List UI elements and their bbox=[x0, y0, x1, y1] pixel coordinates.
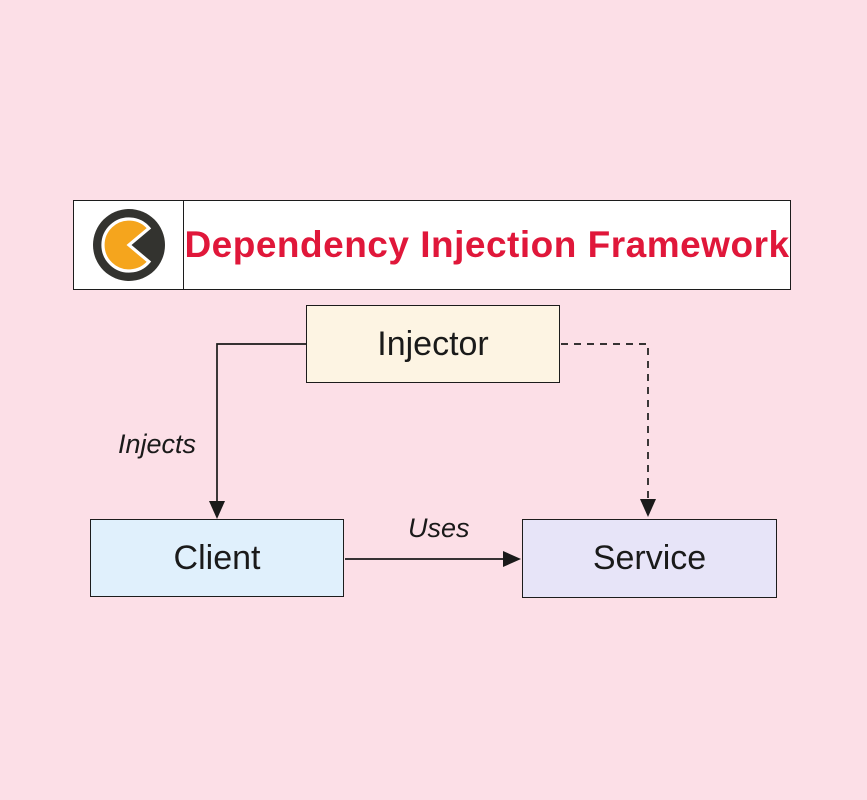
edge-injector-client bbox=[216, 343, 306, 501]
arrowhead-uses-right bbox=[503, 551, 521, 567]
node-client-label: Client bbox=[173, 538, 261, 577]
node-service: Service bbox=[522, 519, 777, 598]
diagram-title-bar: Dependency Injection Framework bbox=[73, 200, 791, 290]
arrowhead-dashed-down bbox=[640, 499, 656, 517]
node-injector: Injector bbox=[306, 305, 560, 383]
pacman-logo-icon bbox=[92, 209, 165, 281]
arrowhead-injects-down bbox=[209, 501, 225, 519]
title-cell: Dependency Injection Framework bbox=[184, 201, 790, 289]
edge-injector-service bbox=[561, 343, 649, 499]
diagram-title: Dependency Injection Framework bbox=[184, 224, 790, 265]
node-service-label: Service bbox=[592, 539, 707, 577]
edge-label-uses: Uses bbox=[408, 513, 470, 543]
edge-label-injects: Injects bbox=[118, 429, 197, 459]
node-client: Client bbox=[90, 519, 344, 597]
logo-cell bbox=[74, 201, 184, 289]
node-injector-label: Injector bbox=[377, 324, 489, 363]
